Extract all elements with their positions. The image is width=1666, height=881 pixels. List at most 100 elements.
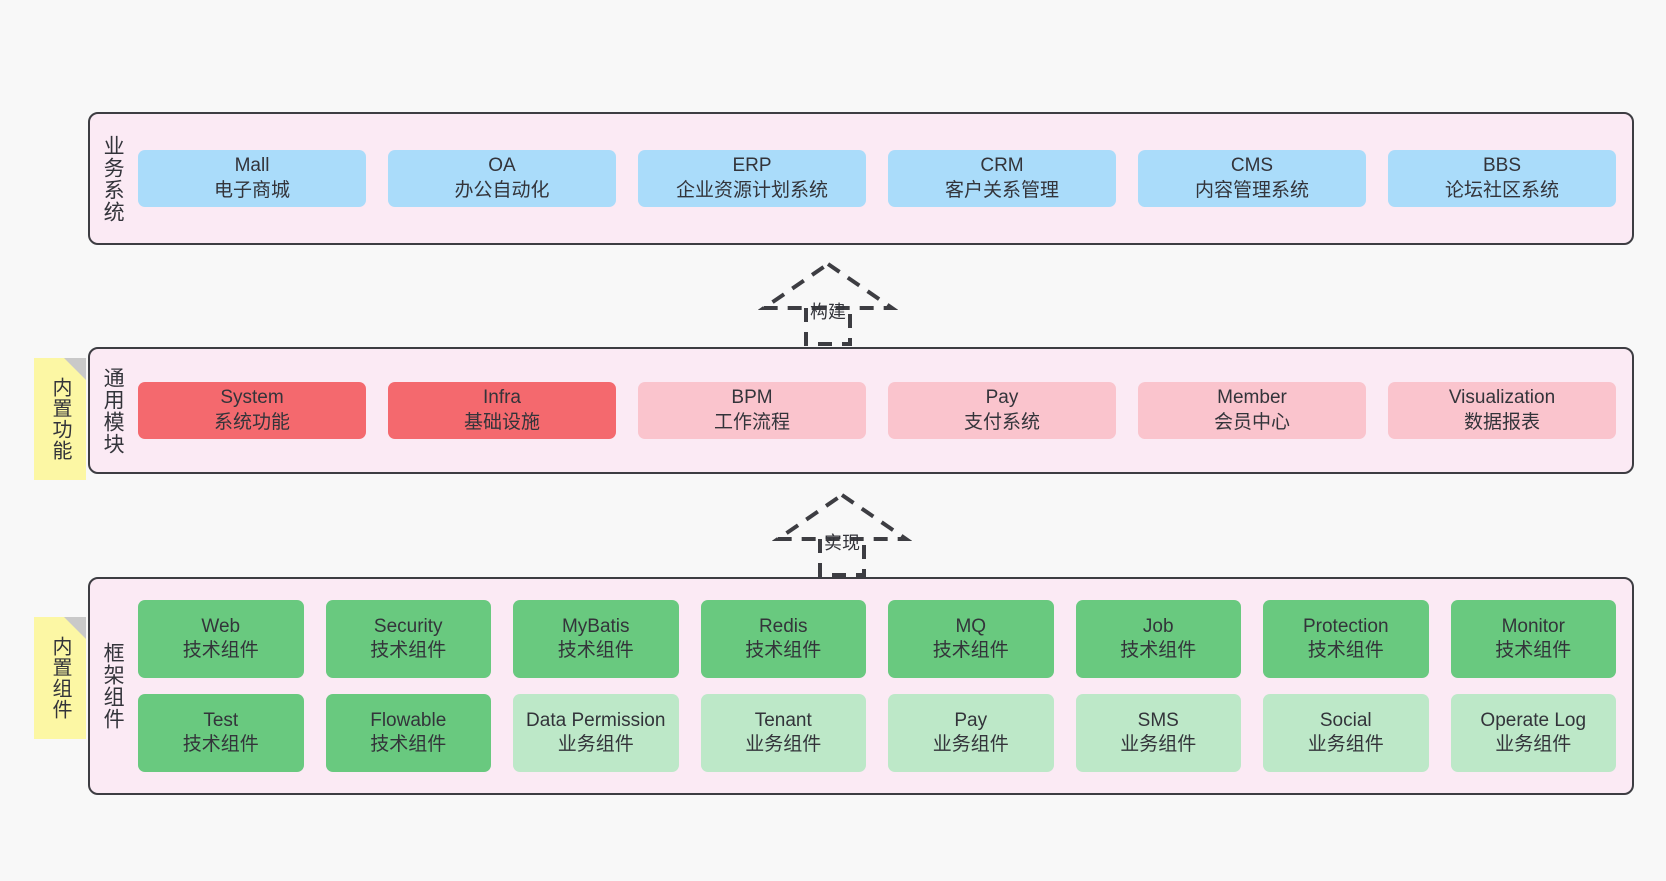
node-visualization[interactable]: Visualization 数据报表 xyxy=(1388,382,1616,439)
node-row: System 系统功能 Infra 基础设施 BPM 工作流程 Pay 支付系统… xyxy=(138,382,1616,439)
node-security[interactable]: Security 技术组件 xyxy=(325,600,491,678)
node-subtitle: 技术组件 xyxy=(182,640,259,661)
node-subtitle: 技术组件 xyxy=(370,640,447,661)
sticky-note-builtin-components: 内置组件 xyxy=(34,617,86,739)
node-data-permission[interactable]: Data Permission 业务组件 xyxy=(513,694,679,772)
sticky-fold-icon xyxy=(64,358,86,380)
node-title: Job xyxy=(1142,615,1174,637)
node-bbs[interactable]: BBS 论坛社区系统 xyxy=(1388,150,1616,207)
node-title: Security xyxy=(373,615,443,637)
node-title: Pay xyxy=(985,387,1019,409)
node-subtitle: 支付系统 xyxy=(963,411,1040,433)
node-title: Visualization xyxy=(1448,387,1556,409)
layer-body-framework-components: Web 技术组件 Security 技术组件 MyBatis 技术组件 Redi… xyxy=(134,579,1632,793)
node-subtitle: 论坛社区系统 xyxy=(1444,179,1559,201)
node-title: Operate Log xyxy=(1480,709,1587,731)
node-crm[interactable]: CRM 客户关系管理 xyxy=(888,150,1116,207)
node-title: Data Permission xyxy=(526,709,666,731)
node-subtitle: 业务组件 xyxy=(745,734,822,755)
node-title: Tenant xyxy=(754,709,812,731)
node-row: Mall 电子商城 OA 办公自动化 ERP 企业资源计划系统 CRM 客户关系… xyxy=(138,150,1616,207)
node-title: Mall xyxy=(234,155,270,177)
layer-title-common-modules: 通用模块 xyxy=(101,366,125,455)
node-title: Flowable xyxy=(370,709,447,731)
node-title: Web xyxy=(201,615,241,637)
node-title: Social xyxy=(1319,709,1372,731)
node-tenant[interactable]: Tenant 业务组件 xyxy=(700,694,866,772)
node-flowable[interactable]: Flowable 技术组件 xyxy=(325,694,491,772)
layer-body-common-modules: System 系统功能 Infra 基础设施 BPM 工作流程 Pay 支付系统… xyxy=(134,349,1632,472)
node-title: SMS xyxy=(1137,709,1179,731)
node-row: Test 技术组件 Flowable 技术组件 Data Permission … xyxy=(138,694,1616,772)
node-subtitle: 业务组件 xyxy=(557,734,634,755)
node-subtitle: 技术组件 xyxy=(182,734,259,755)
connector-implement: 实现 xyxy=(771,489,913,577)
node-subtitle: 技术组件 xyxy=(1307,640,1384,661)
node-subtitle: 技术组件 xyxy=(1495,640,1572,661)
node-mybatis[interactable]: MyBatis 技术组件 xyxy=(513,600,679,678)
node-protection[interactable]: Protection 技术组件 xyxy=(1263,600,1429,678)
node-oa[interactable]: OA 办公自动化 xyxy=(388,150,616,207)
node-subtitle: 业务组件 xyxy=(1120,734,1197,755)
node-pay-module[interactable]: Pay 支付系统 xyxy=(888,382,1116,439)
node-subtitle: 办公自动化 xyxy=(454,179,550,201)
node-test[interactable]: Test 技术组件 xyxy=(138,694,304,772)
implement-arrow-icon xyxy=(771,492,913,577)
node-social[interactable]: Social 业务组件 xyxy=(1263,694,1429,772)
node-subtitle: 业务组件 xyxy=(1307,734,1384,755)
node-title: Infra xyxy=(482,387,522,409)
node-job[interactable]: Job 技术组件 xyxy=(1075,600,1241,678)
node-title: Monitor xyxy=(1501,615,1565,637)
layer-title-framework-components: 框架组件 xyxy=(101,642,125,730)
sticky-note-label: 内置组件 xyxy=(49,636,71,720)
node-title: ERP xyxy=(732,155,772,177)
node-title: Member xyxy=(1217,387,1287,409)
node-subtitle: 业务组件 xyxy=(1495,734,1572,755)
connector-implement-label: 实现 xyxy=(824,533,860,553)
layer-title-business-systems: 业务系统 xyxy=(101,134,125,223)
build-arrow-icon xyxy=(757,261,899,346)
node-system[interactable]: System 系统功能 xyxy=(138,382,366,439)
node-sms[interactable]: SMS 业务组件 xyxy=(1075,694,1241,772)
connector-build-label: 构建 xyxy=(810,302,846,322)
node-subtitle: 客户关系管理 xyxy=(944,179,1059,201)
node-subtitle: 技术组件 xyxy=(745,640,822,661)
node-member[interactable]: Member 会员中心 xyxy=(1138,382,1366,439)
node-row: Web 技术组件 Security 技术组件 MyBatis 技术组件 Redi… xyxy=(138,600,1616,678)
node-operate-log[interactable]: Operate Log 业务组件 xyxy=(1450,694,1616,772)
node-subtitle: 数据报表 xyxy=(1463,411,1540,433)
node-title: System xyxy=(220,387,284,409)
node-infra[interactable]: Infra 基础设施 xyxy=(388,382,616,439)
node-subtitle: 会员中心 xyxy=(1213,411,1290,433)
node-subtitle: 系统功能 xyxy=(213,411,290,433)
node-title: MQ xyxy=(955,615,987,637)
node-subtitle: 技术组件 xyxy=(932,640,1009,661)
node-title: BPM xyxy=(731,387,773,409)
node-title: CRM xyxy=(980,155,1024,177)
node-erp[interactable]: ERP 企业资源计划系统 xyxy=(638,150,866,207)
node-mall[interactable]: Mall 电子商城 xyxy=(138,150,366,207)
node-title: Pay xyxy=(954,709,988,731)
node-pay-component[interactable]: Pay 业务组件 xyxy=(888,694,1054,772)
node-mq[interactable]: MQ 技术组件 xyxy=(888,600,1054,678)
node-subtitle: 电子商城 xyxy=(213,179,290,201)
node-web[interactable]: Web 技术组件 xyxy=(138,600,304,678)
node-subtitle: 基础设施 xyxy=(463,411,540,433)
connector-build: 构建 xyxy=(757,258,899,346)
layer-framework-components: 框架组件 Web 技术组件 Security 技术组件 MyBatis 技术组件… xyxy=(88,577,1634,795)
sticky-note-label: 内置功能 xyxy=(49,377,71,461)
node-subtitle: 企业资源计划系统 xyxy=(675,179,828,201)
node-bpm[interactable]: BPM 工作流程 xyxy=(638,382,866,439)
node-title: CMS xyxy=(1230,155,1274,177)
layer-business-systems: 业务系统 Mall 电子商城 OA 办公自动化 ERP 企业资源计划系统 CRM… xyxy=(88,112,1634,245)
node-subtitle: 技术组件 xyxy=(557,640,634,661)
node-subtitle: 技术组件 xyxy=(370,734,447,755)
node-monitor[interactable]: Monitor 技术组件 xyxy=(1450,600,1616,678)
node-subtitle: 技术组件 xyxy=(1120,640,1197,661)
node-title: OA xyxy=(488,155,516,177)
node-cms[interactable]: CMS 内容管理系统 xyxy=(1138,150,1366,207)
node-redis[interactable]: Redis 技术组件 xyxy=(700,600,866,678)
node-subtitle: 内容管理系统 xyxy=(1194,179,1309,201)
node-title: Test xyxy=(203,709,239,731)
